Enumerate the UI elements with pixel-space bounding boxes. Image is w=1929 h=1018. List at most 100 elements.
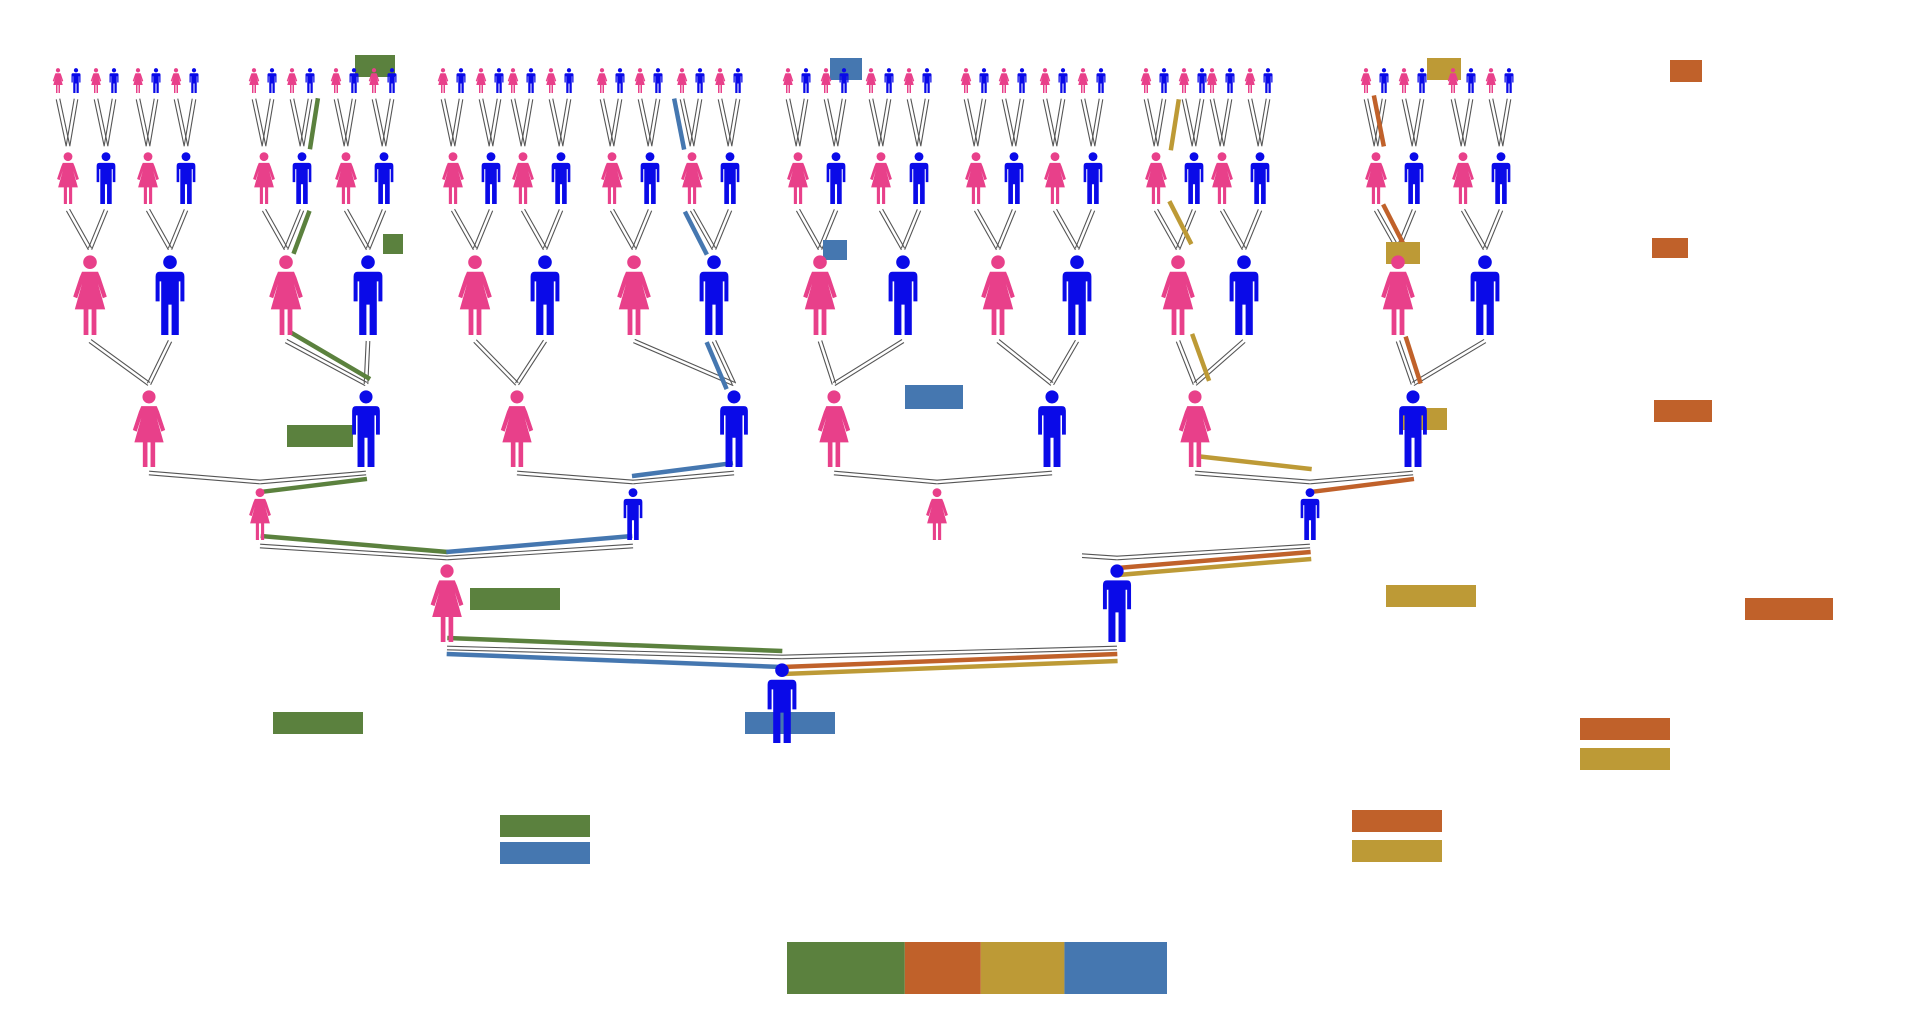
tree-edge: [1074, 209, 1092, 249]
tree-edge: [1309, 470, 1413, 481]
person-icon: [695, 68, 705, 93]
tree-edge: [1209, 99, 1221, 147]
lineage-bar: [500, 842, 590, 864]
person-icon: [456, 68, 466, 93]
root-lineage-segment-gold: [980, 942, 1065, 994]
person-icon: [998, 68, 1010, 93]
tree-edge: [476, 210, 494, 250]
person-icon: [481, 152, 501, 204]
lineage-bar: [1352, 810, 1442, 832]
tree-edge: [973, 210, 997, 251]
tree-edge: [473, 341, 517, 386]
lineage-path: [1371, 95, 1387, 147]
lineage-path: [1310, 476, 1415, 495]
person-icon: [71, 68, 81, 93]
person-icon: [368, 68, 380, 93]
tree-edge: [711, 209, 729, 249]
person-icon: [170, 68, 182, 93]
person-icon: [1447, 68, 1459, 93]
tree-edge: [833, 474, 937, 485]
tree-edge: [283, 209, 301, 249]
person-icon: [615, 68, 625, 93]
person-icon: [767, 663, 797, 743]
person-icon: [826, 152, 846, 204]
tree-edge: [454, 208, 478, 249]
person-icon: [981, 255, 1015, 335]
tree-edge: [717, 99, 729, 147]
tree-edge: [632, 470, 734, 481]
person-icon: [865, 68, 877, 93]
person-icon: [1244, 68, 1256, 93]
person-icon: [494, 68, 504, 93]
person-icon: [564, 68, 574, 93]
person-icon: [634, 68, 646, 93]
tree-edge: [679, 99, 691, 147]
tree-edge: [1157, 99, 1167, 147]
person-icon: [1004, 152, 1024, 204]
tree-edge: [548, 99, 560, 147]
person-icon: [1225, 68, 1235, 93]
person-icon: [353, 255, 383, 335]
tree-edge: [1116, 543, 1310, 557]
tree-edge: [93, 99, 105, 147]
tree-edge: [518, 341, 547, 386]
tree-edge: [647, 98, 657, 146]
person-icon: [526, 68, 536, 93]
lineage-bar: [1670, 60, 1702, 82]
tree-edge: [259, 547, 447, 561]
tree-edge: [817, 209, 835, 249]
tree-edge: [1015, 99, 1025, 147]
tree-edge: [1363, 99, 1375, 147]
person-icon: [839, 68, 849, 93]
person-icon: [1381, 255, 1415, 335]
person-icon: [1039, 68, 1051, 93]
tree-edge: [107, 99, 117, 147]
tree-edge: [284, 342, 366, 387]
tree-edge: [1399, 340, 1416, 384]
tree-edge: [832, 339, 903, 383]
tree-edge: [693, 99, 703, 147]
tree-edge: [1056, 99, 1066, 147]
tree-edge: [260, 543, 448, 557]
tree-edge: [633, 342, 734, 387]
person-icon: [1300, 488, 1320, 540]
lineage-bar: [1652, 238, 1688, 258]
tree-edge: [635, 210, 653, 250]
tree-edge: [834, 342, 905, 386]
tree-edge: [1377, 99, 1387, 147]
tree-edge: [963, 99, 975, 147]
lineage-path: [288, 330, 372, 382]
lineage-path: [704, 341, 729, 391]
person-icon: [1250, 152, 1270, 204]
person-icon: [267, 68, 277, 93]
tree-edge: [693, 208, 717, 249]
tree-edge: [1080, 99, 1092, 147]
lineage-bar: [830, 58, 862, 80]
tree-edge: [1219, 210, 1243, 251]
tree-edge: [148, 474, 260, 485]
tree-edge: [1395, 209, 1413, 249]
tree-edge: [524, 99, 534, 147]
tree-edge: [996, 341, 1052, 386]
lineage-path: [682, 210, 709, 256]
tree-edge: [183, 98, 193, 146]
person-icon: [699, 255, 729, 335]
tree-edge: [1415, 99, 1425, 147]
tree-edge: [609, 210, 633, 251]
tree-edge: [562, 99, 572, 147]
tree-edge: [834, 470, 938, 481]
tree-edge: [1195, 99, 1205, 147]
person-icon: [374, 152, 394, 204]
person-icon: [803, 255, 837, 335]
tree-edge: [343, 98, 353, 146]
person-icon: [249, 488, 271, 540]
tree-edge: [347, 99, 357, 147]
tree-edge: [1090, 98, 1100, 146]
lineage-bar: [1654, 400, 1712, 422]
lineage-bar: [273, 712, 363, 734]
person-icon: [596, 68, 608, 93]
tree-edge: [1052, 98, 1062, 146]
tree-edge: [440, 99, 452, 147]
person-icon: [176, 152, 196, 204]
tree-edge: [878, 98, 888, 146]
